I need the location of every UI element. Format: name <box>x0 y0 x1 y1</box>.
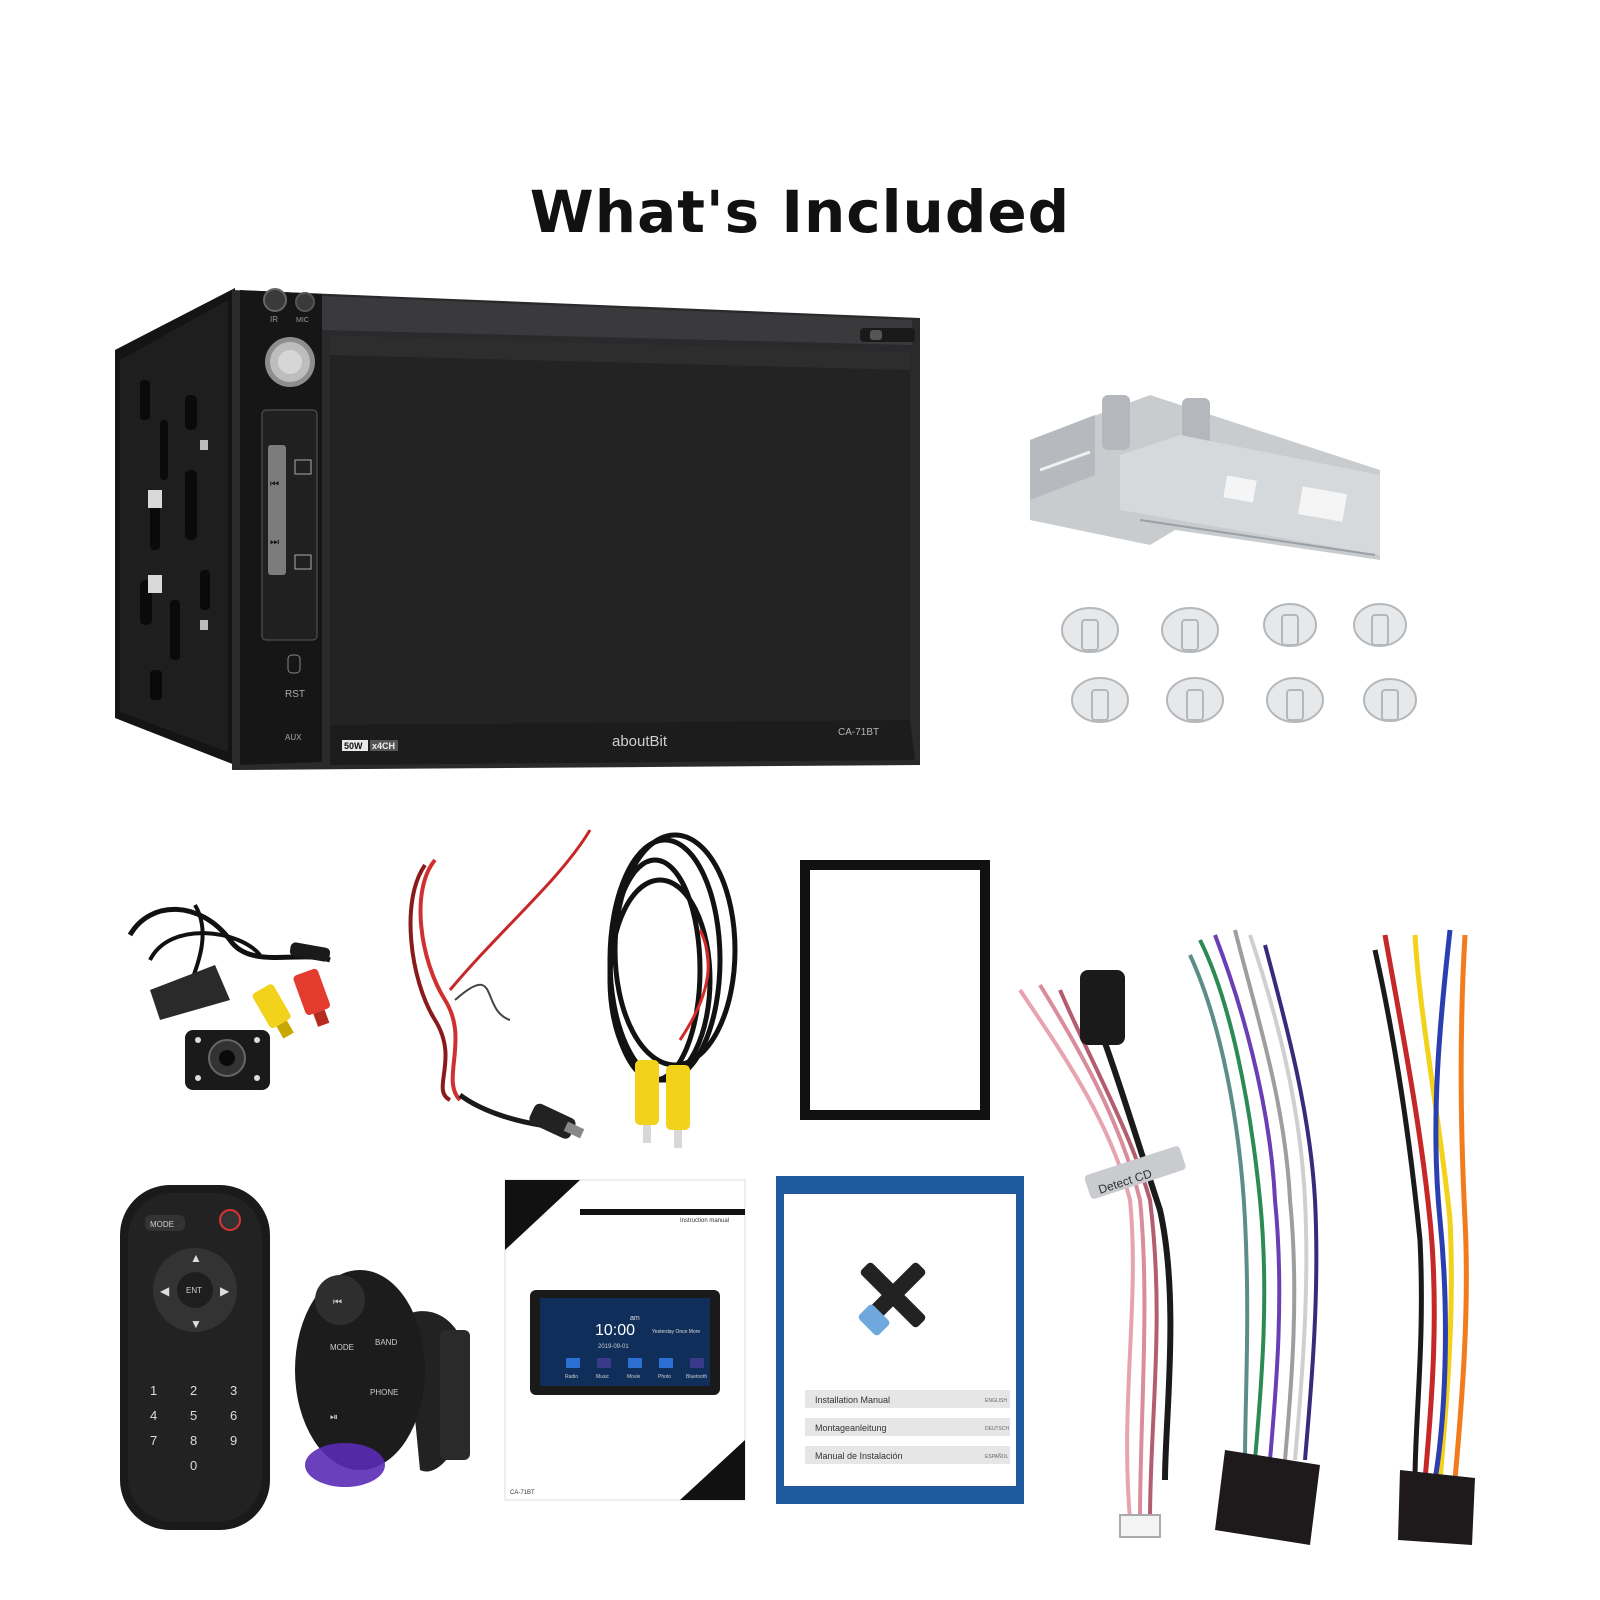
mode-label: MODE <box>150 1220 174 1229</box>
model-label: CA-71BT <box>838 727 879 738</box>
svg-text:4: 4 <box>150 1408 157 1423</box>
svg-text:Radio: Radio <box>565 1374 578 1380</box>
svg-text:7: 7 <box>150 1433 157 1448</box>
svg-text:0: 0 <box>190 1458 197 1473</box>
screws <box>1061 603 1417 723</box>
svg-text:▶: ▶ <box>220 1284 230 1298</box>
svg-text:ENGLISH: ENGLISH <box>985 1398 1007 1404</box>
screen <box>330 335 910 725</box>
svg-text:5: 5 <box>190 1408 197 1423</box>
mounting-brackets <box>1030 395 1380 560</box>
svg-text:Movie: Movie <box>627 1374 641 1380</box>
svg-text:Instruction manual: Instruction manual <box>680 1218 729 1224</box>
page-title: What's Included <box>529 178 1071 246</box>
svg-text:am: am <box>630 1315 640 1322</box>
svg-text:⏮: ⏮ <box>333 1297 342 1308</box>
manual-entry-es: Manual de Instalación <box>815 1451 903 1461</box>
ir-label: IR <box>270 315 278 324</box>
svg-text:BAND: BAND <box>375 1338 397 1347</box>
mic-label: MIC <box>296 317 309 324</box>
svg-text:2: 2 <box>190 1383 197 1398</box>
manual-entry-de: Montageanleitung <box>815 1423 887 1433</box>
ent-label: ENT <box>186 1286 202 1295</box>
svg-text:2019-09-01: 2019-09-01 <box>598 1344 629 1350</box>
power-icon <box>219 1209 241 1231</box>
svg-text:Bluetooth: Bluetooth <box>686 1374 707 1380</box>
reset-label: RST <box>285 689 305 700</box>
ir-remote: MODE ENT ▲ ▼ ◀ ▶ 1 2 3 4 5 6 7 8 9 0 <box>120 1185 270 1530</box>
head-unit: IR MIC ⏮ ⏭ RST AUX 50W x4CH aboutBit CA-… <box>115 288 920 770</box>
wire-harness-speakers <box>1188 929 1320 1545</box>
power-badge: 50W <box>344 741 363 751</box>
wire-harness-main: Detect CD <box>1018 970 1186 1538</box>
svg-text:◀: ◀ <box>160 1284 170 1298</box>
svg-text:CA-71BT: CA-71BT <box>510 1490 535 1496</box>
svg-text:8: 8 <box>190 1433 197 1448</box>
svg-text:▲: ▲ <box>190 1251 202 1265</box>
svg-text:Yesterday Once More: Yesterday Once More <box>652 1329 700 1335</box>
trim-frame <box>800 860 990 1120</box>
svg-text:⏭: ⏭ <box>270 537 279 548</box>
svg-text:PHONE: PHONE <box>370 1388 398 1397</box>
power-cable <box>408 829 592 1139</box>
svg-text:DEUTSCH: DEUTSCH <box>985 1426 1010 1432</box>
svg-text:9: 9 <box>230 1433 237 1448</box>
tools-icon <box>858 1262 926 1336</box>
svg-text:6: 6 <box>230 1408 237 1423</box>
svg-text:ESPAÑOL: ESPAÑOL <box>985 1453 1008 1460</box>
svg-text:⏯: ⏯ <box>330 1412 338 1423</box>
svg-text:▼: ▼ <box>190 1317 202 1331</box>
svg-text:3: 3 <box>230 1383 237 1398</box>
svg-text:MODE: MODE <box>330 1343 354 1352</box>
manual-entry-en: Installation Manual <box>815 1395 890 1405</box>
instruction-manual: Instruction manual 10:00 am 2019-09-01 Y… <box>504 1179 746 1501</box>
channels-badge: x4CH <box>372 741 395 751</box>
svg-text:⏮: ⏮ <box>270 479 279 490</box>
backup-camera <box>127 903 331 1090</box>
svg-text:Music: Music <box>596 1374 610 1380</box>
brand-label: aboutBit <box>612 733 668 750</box>
wire-harness-power <box>1372 929 1475 1545</box>
svg-text:1: 1 <box>150 1383 157 1398</box>
rca-video-cable <box>607 832 738 1148</box>
screen-time: 10:00 <box>595 1322 635 1339</box>
svg-text:Photo: Photo <box>658 1374 671 1380</box>
aux-label: AUX <box>285 733 302 742</box>
steering-wheel-remote: ⏮ MODE BAND PHONE ⏯ <box>295 1270 470 1487</box>
installation-manual: Installation Manual Montageanleitung Man… <box>776 1176 1024 1504</box>
